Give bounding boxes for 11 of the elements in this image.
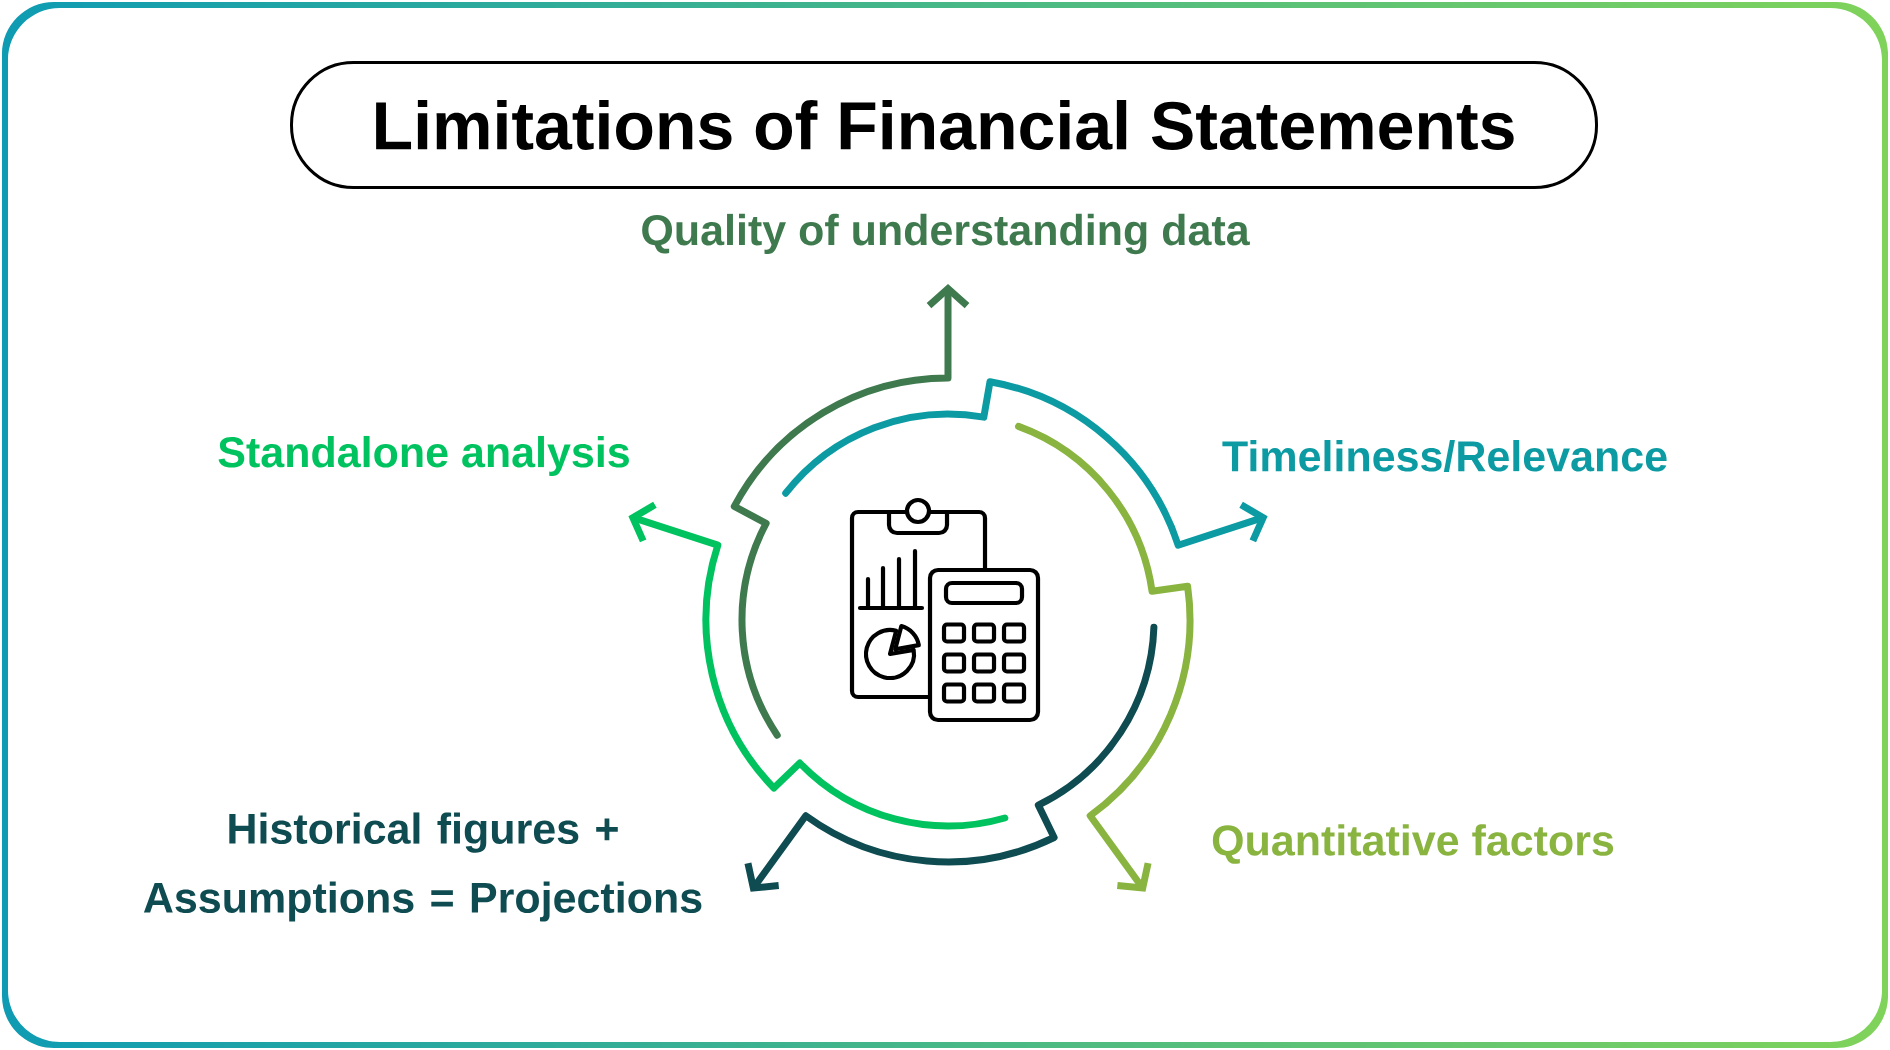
curved-arrow bbox=[628, 501, 1009, 830]
curved-arrow bbox=[744, 623, 1158, 892]
curved-arrow bbox=[782, 378, 1268, 549]
limitation-label: Timeliness/Relevance bbox=[1222, 440, 1667, 472]
title-box: Limitations of Financial Statements bbox=[290, 61, 1598, 189]
limitation-label: Historical figures + Assumptions = Projections bbox=[143, 812, 702, 922]
curved-arrow bbox=[730, 284, 970, 739]
limitation-label: Quantitative factors bbox=[1212, 824, 1614, 864]
limitation-label: Quality of understanding data bbox=[642, 213, 1250, 255]
curved-arrow bbox=[1015, 422, 1194, 892]
limitation-label: Standalone analysis bbox=[218, 435, 629, 477]
